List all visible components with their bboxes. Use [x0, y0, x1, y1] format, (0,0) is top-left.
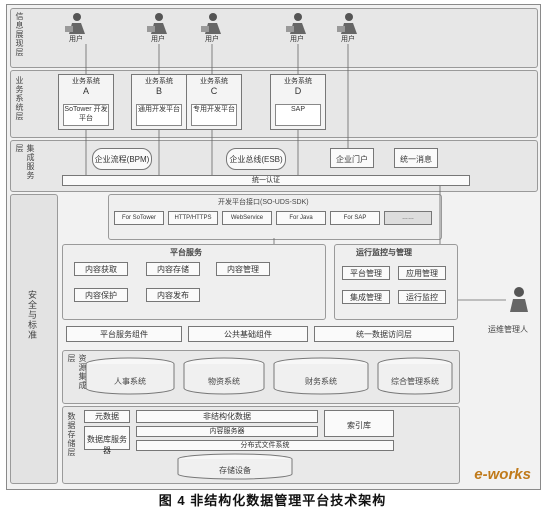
db-finance-label: 财务系统 [305, 377, 337, 386]
db-material: 物资系统 [182, 356, 266, 396]
db-finance: 财务系统 [272, 356, 370, 396]
security-column [10, 194, 58, 484]
platform-services-panel [62, 244, 326, 320]
dev-item-1: For SoTower [114, 211, 164, 225]
dev-item-5: For SAP [330, 211, 380, 225]
content-store-box: 内容存储 [146, 262, 200, 276]
db-admin: 综合管理系统 [376, 356, 454, 396]
storage-layer-label: 数据存储层 [67, 412, 76, 457]
portal-box: 企业门户 [330, 148, 374, 168]
business-system-d: 业务系统 D SAP [270, 74, 326, 130]
dev-item-6: …… [384, 211, 432, 225]
ops-panel [334, 244, 458, 320]
component-platform: 平台服务组件 [66, 326, 182, 342]
business-system-b: 业务系统 B 通用开发平台 [131, 74, 187, 130]
ops-platform-box: 平台管理 [342, 266, 390, 280]
ops-integration-box: 集成管理 [342, 290, 390, 304]
content-manage-box: 内容管理 [216, 262, 270, 276]
backup-server-box: 数据库服务器 [84, 426, 130, 455]
business-system-c: 业务系统 C 专用开发平台 [186, 74, 242, 130]
system-a-platform: SoTower 开发平台 [63, 104, 109, 126]
watermark-logo: e-works [474, 466, 531, 483]
user-label-1: 用户 [69, 36, 83, 43]
ops-app-box: 应用管理 [398, 266, 446, 280]
integration-layer-label: 集成服务层 [15, 144, 35, 180]
system-d-letter: D [294, 86, 302, 96]
dev-item-4: For Java [276, 211, 326, 225]
system-a-letter: A [82, 86, 89, 96]
index-box: 索引库 [324, 410, 394, 437]
db-hr: 人事系统 [84, 356, 176, 396]
system-d-platform: SAP [275, 104, 321, 126]
system-c-platform: 专用开发平台 [191, 104, 237, 126]
system-b-title: 业务系统 [145, 78, 173, 85]
user-icon-5: 用户 [335, 12, 361, 44]
figure-caption: 图 4 非结构化数据管理平台技术架构 [158, 493, 387, 508]
system-c-letter: C [210, 86, 218, 96]
info-layer-label: 信息展现层 [15, 12, 24, 57]
component-data-access: 统一数据访问层 [314, 326, 454, 342]
content-protect-box: 内容保护 [74, 288, 128, 302]
archive-storage: 存储设备 [176, 453, 294, 480]
user-icon-1: 用户 [63, 12, 89, 44]
sso-bar: 统一认证 [62, 175, 470, 186]
component-common: 公共基础组件 [188, 326, 308, 342]
unstructured-box: 非结构化数据 [136, 410, 318, 423]
user-icon-3: 用户 [199, 12, 225, 44]
user-icon-4: 用户 [284, 12, 310, 44]
system-a-title: 业务系统 [72, 78, 100, 85]
user-label-2: 用户 [151, 36, 165, 43]
dev-item-3: WebService [222, 211, 272, 225]
dev-item-2: HTTP/HTTPS [168, 211, 218, 225]
system-b-platform: 通用开发平台 [136, 104, 182, 126]
system-b-letter: B [155, 86, 162, 96]
user-label-4: 用户 [290, 36, 304, 43]
ops-title: 运行监控与管理 [356, 248, 412, 257]
dev-interface-title: 开发平台接口(SO-UDS-SDK) [218, 199, 309, 206]
resource-layer-label: 资源集成层 [67, 354, 87, 390]
business-layer-label: 业务系统层 [15, 76, 24, 121]
db-material-label: 物资系统 [208, 377, 240, 386]
metadata-box: 元数据 [84, 410, 130, 423]
info-layer-band [10, 8, 538, 68]
ops-admin-label: 运维管理人 [488, 325, 528, 334]
db-admin-label: 综合管理系统 [391, 377, 439, 386]
user-label-3: 用户 [205, 36, 219, 43]
security-label: 安全与标准 [27, 290, 37, 340]
distributed-fs-bar: 分布式文件系统 [136, 440, 394, 451]
platform-services-title: 平台服务 [170, 248, 202, 257]
esb-box: 企业总线(ESB) [226, 148, 286, 170]
business-system-a: 业务系统 A SoTower 开发平台 [58, 74, 114, 130]
ops-monitor-box: 运行监控 [398, 290, 446, 304]
content-publish-box: 内容发布 [146, 288, 200, 302]
system-c-title: 业务系统 [200, 78, 228, 85]
archive-label: 存储设备 [219, 466, 251, 475]
ops-admin-icon [506, 286, 532, 314]
system-d-title: 业务系统 [284, 78, 312, 85]
user-icon-2: 用户 [145, 12, 171, 44]
bpm-box: 企业流程(BPM) [92, 148, 152, 170]
content-acquire-box: 内容获取 [74, 262, 128, 276]
user-label-5: 用户 [341, 36, 355, 43]
db-hr-label: 人事系统 [114, 377, 146, 386]
content-server-box: 内容服务器 [136, 426, 318, 437]
message-box: 统一消息 [394, 148, 438, 168]
